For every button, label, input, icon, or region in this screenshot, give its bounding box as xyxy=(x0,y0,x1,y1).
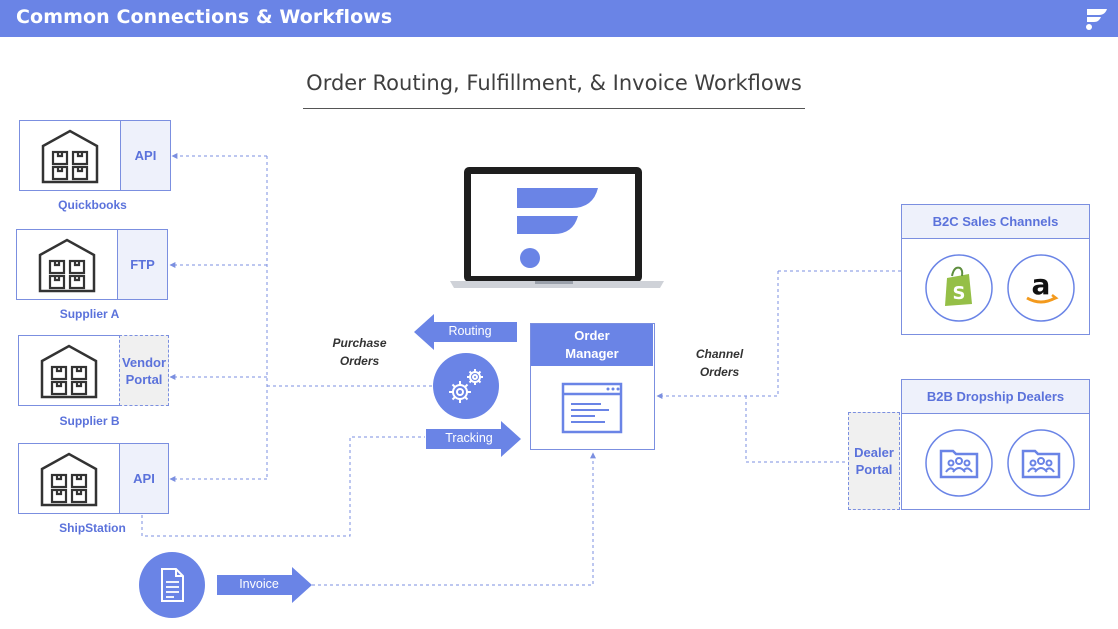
quickbooks-api-connector: API xyxy=(120,120,171,191)
b2c-sales-channels-box: B2C Sales Channels S a xyxy=(901,204,1090,335)
title-underline xyxy=(303,108,805,109)
dealer-portal-line1: Dealer xyxy=(854,445,894,460)
invoice-arrow xyxy=(217,567,312,603)
svg-text:S: S xyxy=(953,283,966,304)
warehouse-icon xyxy=(41,129,99,184)
b2b-dropship-dealers-box: B2B Dropship Dealers xyxy=(901,379,1090,510)
routing-label: Routing xyxy=(448,324,492,338)
amazon-icon: a xyxy=(1007,254,1075,322)
purchase-orders-label: Purchase Orders xyxy=(322,334,397,370)
supplier-a-building xyxy=(16,229,118,300)
warehouse-icon xyxy=(38,238,96,293)
vendor-portal-line2: Portal xyxy=(125,371,163,387)
quickbooks-label: Quickbooks xyxy=(58,198,127,212)
b2c-title: B2C Sales Channels xyxy=(902,205,1089,239)
supplier-b-label: Supplier B xyxy=(59,414,120,428)
tracking-label: Tracking xyxy=(445,431,493,445)
quickbooks-building xyxy=(19,120,121,191)
gears-icon xyxy=(433,353,499,419)
vendor-portal-line1: Vendor xyxy=(121,354,167,370)
supplier-a-label: Supplier A xyxy=(59,307,120,321)
dealer-folder-icon xyxy=(1007,429,1075,497)
shipstation-building xyxy=(18,443,120,514)
shopify-icon: S xyxy=(925,254,993,322)
channel-orders-line1: Channel xyxy=(695,347,744,361)
shipstation-api-connector: API xyxy=(119,443,169,514)
b2b-title: B2B Dropship Dealers xyxy=(902,380,1089,414)
warehouse-icon xyxy=(40,344,98,399)
purchase-orders-line1: Purchase xyxy=(332,336,387,350)
dealer-portal-connector: Dealer Portal xyxy=(848,412,900,510)
order-manager-line1: Order xyxy=(574,328,610,343)
header-title: Common Connections & Workflows xyxy=(16,6,393,28)
browser-window-icon xyxy=(561,382,623,434)
diagram-title: Order Routing, Fulfillment, & Invoice Wo… xyxy=(306,71,802,95)
purchase-orders-line2: Orders xyxy=(339,354,380,368)
order-manager-header: Order Manager xyxy=(531,324,653,366)
supplier-a-ftp-connector: FTP xyxy=(117,229,168,300)
supplier-b-building xyxy=(18,335,120,406)
document-icon xyxy=(139,552,205,618)
dealer-folder-icon xyxy=(925,429,993,497)
channel-orders-line2: Orders xyxy=(699,365,740,379)
tracking-arrow xyxy=(426,421,521,457)
warehouse-icon xyxy=(40,452,98,507)
order-manager-line2: Manager xyxy=(565,346,619,361)
order-manager-box: Order Manager xyxy=(530,323,655,450)
channel-orders-label: Channel Orders xyxy=(682,345,757,381)
shipstation-label: ShipStation xyxy=(59,521,126,535)
brand-logo-icon xyxy=(1086,9,1107,30)
supplier-b-vendor-portal-connector: Vendor Portal xyxy=(119,335,169,406)
svg-text:a: a xyxy=(1032,268,1051,301)
header-bar: Common Connections & Workflows xyxy=(0,0,1118,37)
routing-arrow xyxy=(414,314,517,350)
laptop-icon xyxy=(450,167,664,288)
dealer-portal-line2: Portal xyxy=(855,462,893,477)
invoice-label: Invoice xyxy=(239,577,279,591)
